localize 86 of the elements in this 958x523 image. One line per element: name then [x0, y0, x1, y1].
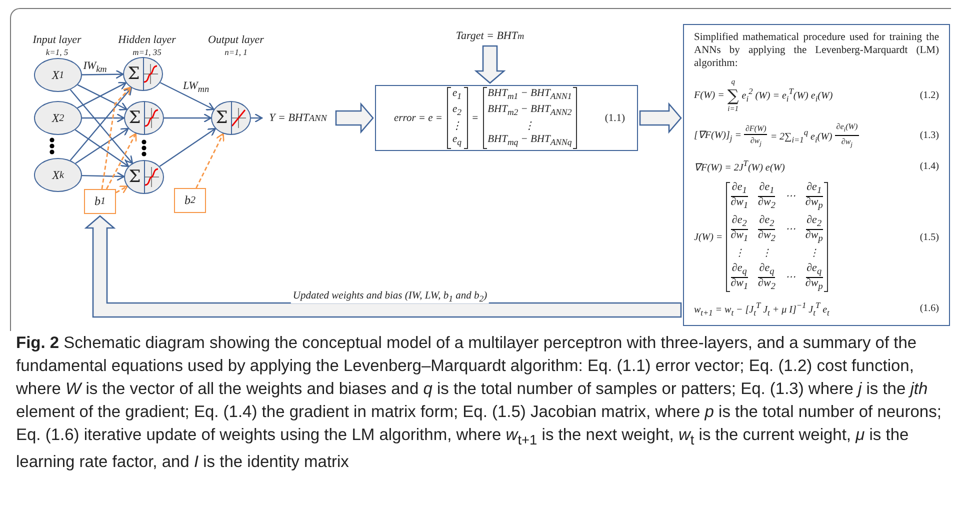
sum-symbol: Σ: [216, 108, 228, 128]
arrow: [251, 113, 263, 123]
equation-text: [∇F(W)]$_{j}$ =: [694, 128, 742, 143]
fraction-denominator: ∂w$_{p}$: [805, 278, 823, 292]
hidden-neuron: [124, 101, 164, 135]
fraction-denominator: ∂w$_{p}$: [805, 230, 823, 244]
arrow: [160, 82, 214, 110]
equation-text: J(W) =: [694, 232, 723, 243]
dashed-arrow: [196, 133, 224, 188]
equation-text: =: [472, 112, 479, 124]
matrix-entry: ⋯: [785, 271, 796, 284]
hidden-neuron: [124, 160, 164, 194]
block-arrow: [84, 215, 682, 318]
block-arrow: [639, 102, 682, 134]
matrix-entry: ⋮: [762, 246, 772, 260]
fraction-denominator: ∂w$_{j}$: [841, 136, 853, 151]
block-arrow: [335, 102, 374, 134]
fraction-numerator: ∂e$_{q}$: [806, 262, 822, 274]
arrow: [164, 113, 212, 123]
fraction-denominator: ∂w$_{1}$: [730, 278, 748, 292]
matrix-entry: BHT$_{m2}$ − BHT$_{ANN2}$: [488, 103, 572, 120]
sum-symbol: Σ: [128, 108, 141, 128]
figure-caption: Fig. 2 Schematic diagram showing the conceptual model of a multilayer perceptron with three-layers, and a summary of the fundamental equations used by applying the Levenberg–Marquardt algorithm: Eq. (1.1) error vector; Eq. (1.2) cost function, where W is the vector of all the weights and biases and q is the total number of samples or patters; Eq. (1.3) where j is the jth element of the gradient; Eq. (1.4) the gradient in matrix form; Eq. (1.5) Jacobian matrix, where p is the total number of neurons; Eq. (1.6) iterative update of weights using the LM algorithm, where w$_{t+1}$ is the next weight, w$_{t}$ is the current weight, μ is the learning rate factor, and I is the identity matrix: [16, 333, 942, 474]
equation-text: error = e =: [394, 112, 442, 124]
layer-label: IW$_{km}$: [83, 60, 107, 74]
equation-number: (1.4): [920, 161, 939, 172]
matrix-entry: e$_{1}$: [452, 87, 462, 104]
fraction-denominator: ∂w$_{p}$: [805, 197, 823, 212]
fraction-numerator: ∂e$_{1}$: [732, 181, 747, 194]
equation-text: = 2∑$_{i=1}$$^{q}$ e$_{i}$(W): [770, 128, 832, 144]
fraction-numerator: ∂e$_{2}$: [806, 214, 822, 226]
fraction-numerator: ∂e$_{2}$: [732, 214, 747, 226]
equation-box: [375, 85, 638, 151]
block-arrow: [474, 45, 506, 84]
fraction-numerator: ∂e$_{q}$: [759, 262, 774, 274]
matrix-entry: ⋯: [785, 190, 796, 204]
equation-number: (1.3): [920, 130, 939, 142]
fraction-denominator: ∂w$_{2}$: [758, 230, 776, 244]
edge-label: Updated weights and bias (IW, LW, b$_{1}$ and b$_{2}$): [290, 290, 490, 304]
fraction-denominator: ∂w$_{2}$: [758, 197, 776, 212]
matrix-entry: e$_{2}$: [452, 103, 462, 120]
equation-number: (1.6): [920, 303, 939, 314]
matrix-entry: e$_{q}$: [452, 132, 462, 149]
fraction-numerator: ∂e$_{q}$: [732, 262, 747, 274]
matrix-entry: BHT$_{m1}$ − BHT$_{ANN1}$: [488, 87, 572, 104]
description-text: Simplified mathematical procedure used for training the ANNs by applying the Levenberg-Marquardt (LM) algorithm:: [694, 31, 939, 70]
equation-text: w$_{t+1}$ = w$_{t}$ − [J$_{t}$$^{T}$ J$_{t}$ + μ I]$^{−1}$ J$_{t}$$^{T}$ e$_{t}$: [694, 300, 830, 317]
layer-label: Output layer: [208, 34, 264, 46]
layer-label: Hidden layer: [118, 34, 176, 46]
matrix-entry: ⋯: [785, 222, 796, 236]
fraction-denominator: ∂w$_{2}$: [758, 278, 776, 292]
equation-number: (1.1): [604, 112, 625, 124]
fraction-denominator: ∂w$_{1}$: [730, 230, 748, 244]
layer-label: LW$_{mn}$: [182, 80, 210, 94]
matrix-entry: ⋮: [734, 246, 744, 260]
matrix-entry: ⋮: [809, 246, 820, 260]
equation-text: e$_{i}$$^{2}$ (W) = e$_{i}$$^{T}$(W) e$_{i}$(W): [742, 87, 833, 104]
hidden-neuron: [123, 57, 163, 91]
sum-symbol: ∑: [727, 86, 739, 105]
fraction-numerator: ∂F(W): [745, 124, 766, 133]
equation-box: [683, 24, 950, 326]
fraction-numerator: ∂e$_{1}$: [806, 181, 822, 194]
matrix-entry: BHT$_{mq}$ − BHT$_{ANNq}$: [488, 132, 572, 149]
arrow: [82, 70, 124, 79]
fraction-denominator: ∂w$_{j}$: [750, 134, 762, 150]
dashed-arrow: [101, 86, 132, 190]
layer-label: Input layer: [32, 34, 82, 46]
sum-symbol: Σ: [128, 166, 141, 186]
fraction-numerator: ∂e$_{2}$: [759, 214, 774, 226]
output-neuron: [211, 101, 251, 135]
arrow: [159, 128, 216, 167]
matrix-entry: ⋮: [524, 120, 536, 133]
sum-symbol: Σ: [128, 64, 140, 84]
fraction-denominator: ∂w$_{1}$: [730, 197, 748, 212]
dashed-arrow: [106, 132, 137, 190]
equation-text: ∇F(W) = 2J$^{T}$(W) e(W): [694, 159, 785, 174]
arrow: [82, 113, 125, 123]
dashed-arrow: [116, 186, 128, 194]
matrix-entry: ⋮: [452, 120, 462, 133]
equation-text: F(W) =: [694, 90, 724, 101]
fraction-numerator: ∂e$_{1}$: [759, 181, 774, 194]
equation-number: (1.2): [920, 90, 939, 101]
layer-label: n=1, 1: [224, 48, 248, 58]
arrow: [82, 172, 125, 182]
equation-number: (1.5): [920, 232, 939, 243]
fraction-numerator: ∂e$_{i}$(W): [836, 122, 858, 131]
